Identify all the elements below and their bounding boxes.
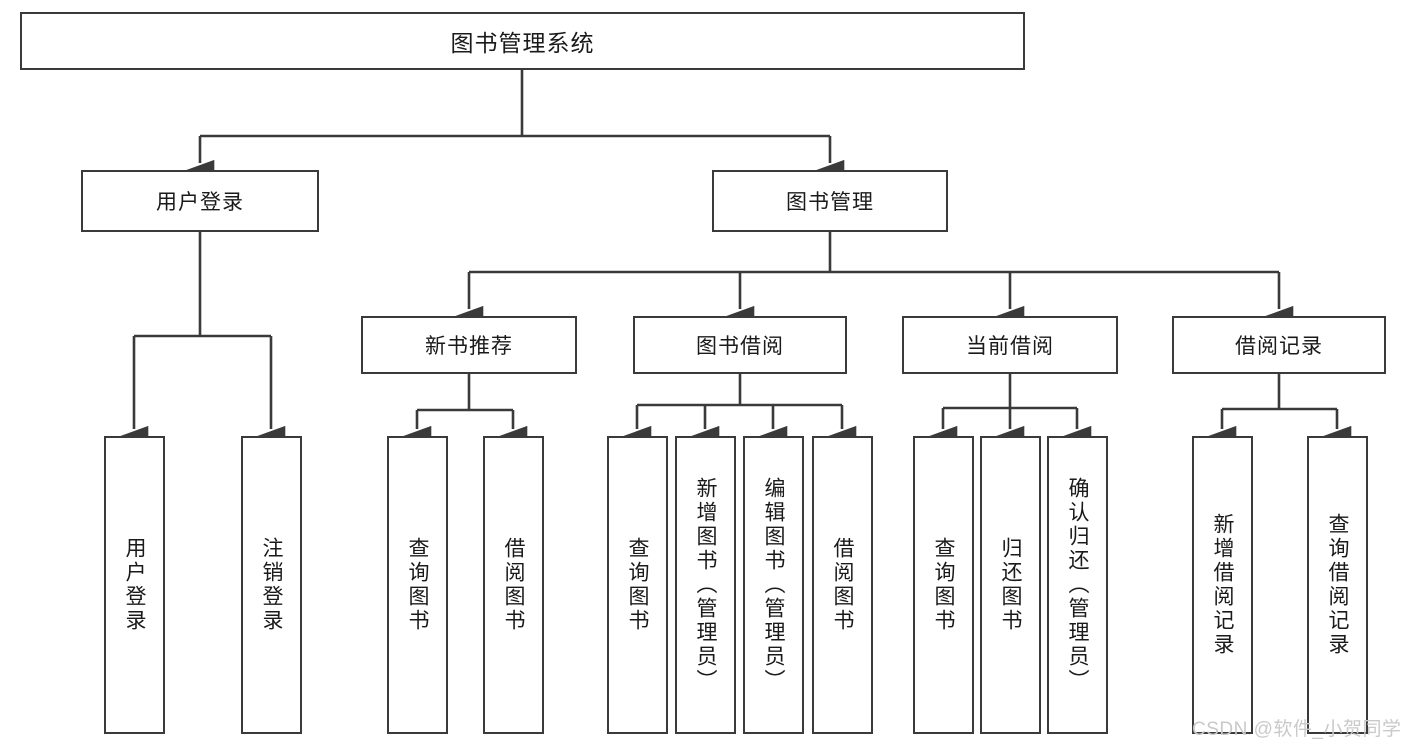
- node-new-book-recommend[interactable]: 新书推荐: [361, 316, 577, 374]
- node-label: 用户登录: [123, 537, 146, 633]
- node-label: 查询图书: [932, 537, 955, 633]
- leaf-current-confirm-return-admin[interactable]: 确认归还（管理员）: [1047, 436, 1108, 734]
- node-label: 当前借阅: [966, 335, 1054, 358]
- leaf-current-query-book[interactable]: 查询图书: [913, 436, 974, 734]
- node-label: 借阅图书: [502, 537, 525, 633]
- node-label: 归还图书: [999, 537, 1022, 633]
- leaf-recommend-query-book[interactable]: 查询图书: [387, 436, 448, 734]
- leaf-user-login-login[interactable]: 用户登录: [104, 436, 165, 734]
- leaf-record-query-record[interactable]: 查询借阅记录: [1307, 436, 1368, 734]
- node-book-borrow[interactable]: 图书借阅: [633, 316, 847, 374]
- node-borrow-record[interactable]: 借阅记录: [1172, 316, 1386, 374]
- node-label: 查询图书: [406, 537, 429, 633]
- node-label: 新增图书（管理员）: [694, 477, 717, 693]
- node-label: 确认归还（管理员）: [1066, 477, 1089, 693]
- leaf-borrow-query-book[interactable]: 查询图书: [607, 436, 668, 734]
- node-label: 查询借阅记录: [1326, 513, 1349, 657]
- node-label: 借阅图书: [831, 537, 854, 633]
- node-label: 借阅记录: [1235, 335, 1323, 358]
- node-label: 图书管理系统: [450, 30, 595, 56]
- leaf-recommend-borrow-book[interactable]: 借阅图书: [483, 436, 544, 734]
- leaf-borrow-edit-book-admin[interactable]: 编辑图书（管理员）: [743, 436, 804, 734]
- leaf-user-login-logout[interactable]: 注销登录: [241, 436, 302, 734]
- node-label: 新增借阅记录: [1211, 513, 1234, 657]
- leaf-record-add-record[interactable]: 新增借阅记录: [1192, 436, 1253, 734]
- leaf-current-return-book[interactable]: 归还图书: [980, 436, 1041, 734]
- node-current-borrow[interactable]: 当前借阅: [902, 316, 1118, 374]
- node-label: 编辑图书（管理员）: [762, 477, 785, 693]
- node-label: 查询图书: [626, 537, 649, 633]
- watermark-text: CSDN @软件_小贺同学: [1192, 719, 1402, 740]
- node-label: 新书推荐: [425, 335, 513, 358]
- node-label: 图书管理: [786, 191, 874, 214]
- leaf-borrow-add-book-admin[interactable]: 新增图书（管理员）: [675, 436, 736, 734]
- leaf-borrow-borrow-book[interactable]: 借阅图书: [812, 436, 873, 734]
- node-book-management[interactable]: 图书管理: [712, 170, 948, 232]
- node-root-system[interactable]: 图书管理系统: [20, 12, 1025, 70]
- node-user-login[interactable]: 用户登录: [81, 170, 319, 232]
- node-label: 图书借阅: [696, 335, 784, 358]
- node-label: 用户登录: [156, 191, 244, 214]
- node-label: 注销登录: [260, 537, 283, 633]
